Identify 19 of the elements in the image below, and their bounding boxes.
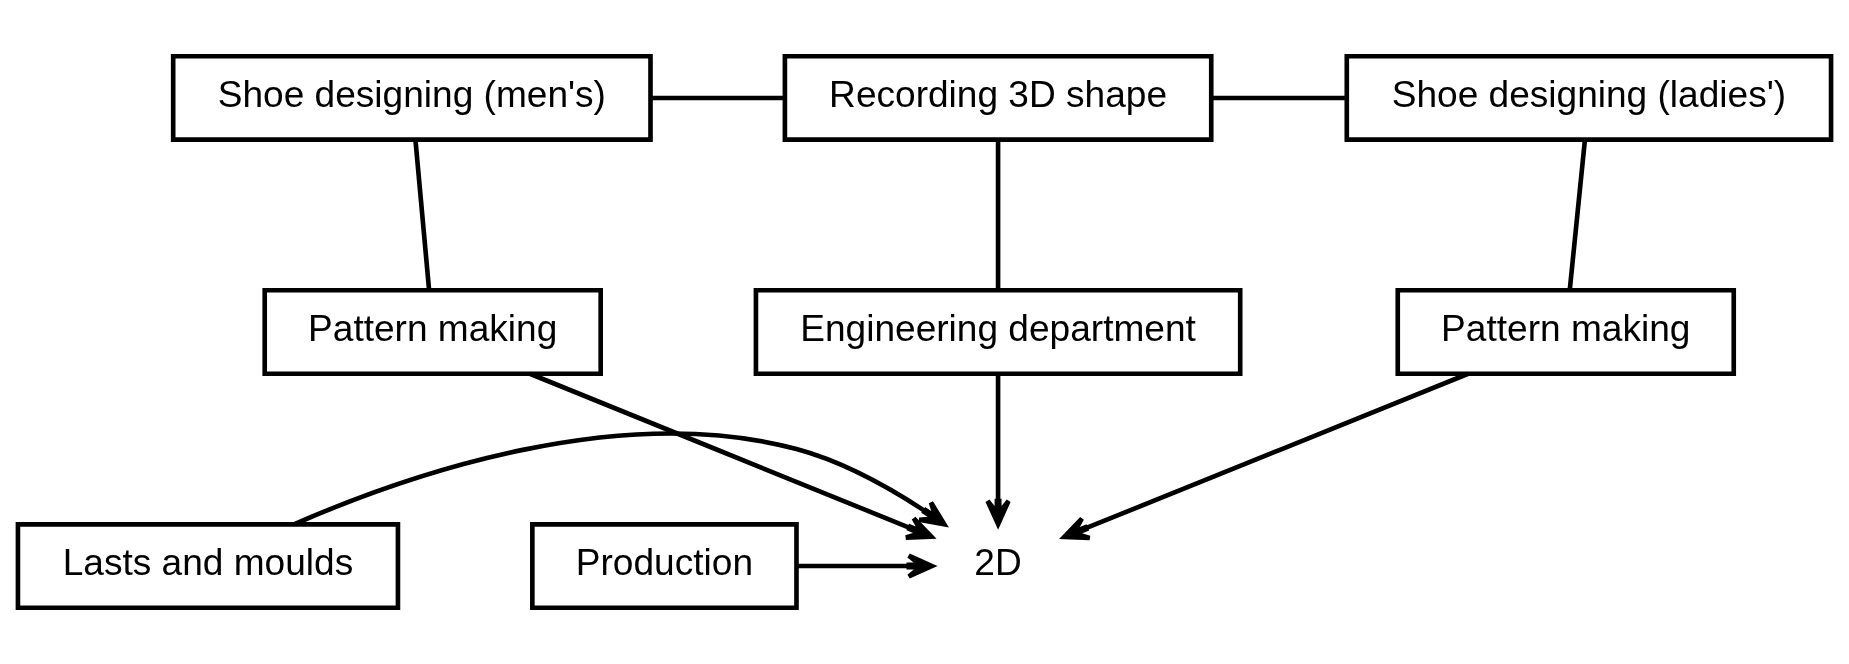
connector xyxy=(995,140,1001,291)
connector xyxy=(651,95,785,101)
node-box: Engineering department xyxy=(753,287,1243,377)
node-box: Production xyxy=(530,522,799,611)
arrow xyxy=(1061,371,1469,541)
node-box: Recording 3D shape xyxy=(782,53,1214,142)
connector xyxy=(1567,140,1588,291)
node-box: Shoe designing (ladies') xyxy=(1344,53,1834,142)
connector xyxy=(1211,95,1347,101)
node-box: Pattern making xyxy=(262,287,603,377)
node-box: Lasts and moulds xyxy=(15,522,401,611)
arrow xyxy=(293,431,947,527)
arrow xyxy=(985,374,1011,527)
connector xyxy=(413,140,432,291)
node-box: Pattern making xyxy=(1395,287,1737,377)
node-text: 2D xyxy=(974,540,1022,583)
node-box: Shoe designing (men's) xyxy=(170,53,653,142)
arrow xyxy=(796,553,935,579)
arrow xyxy=(529,371,934,540)
